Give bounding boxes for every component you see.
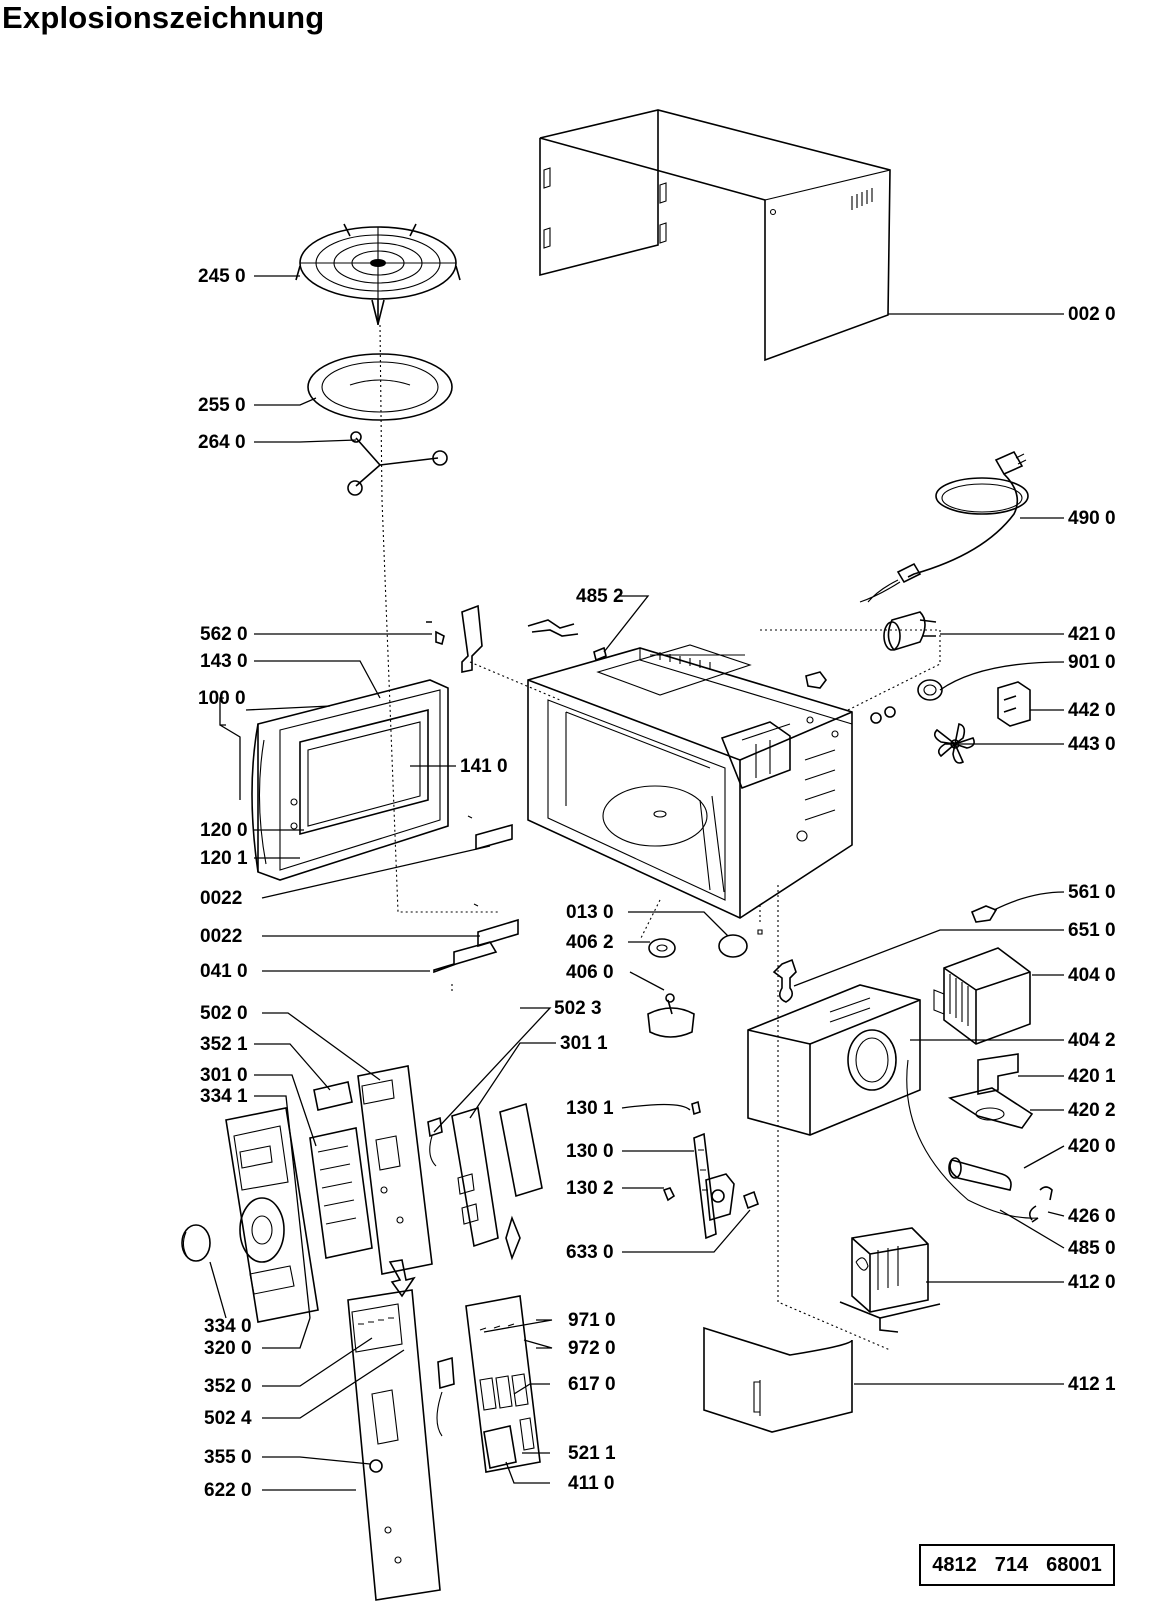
part-label: 100 0 (198, 688, 246, 709)
part-label: 420 0 (1068, 1136, 1116, 1157)
main-board-part (347, 1289, 541, 1601)
fuse-holder-part (772, 905, 998, 1003)
part-label: 130 1 (566, 1098, 614, 1119)
doc-number-part-2: 714 (994, 1553, 1029, 1576)
part-label: 120 0 (200, 820, 248, 841)
part-label: 442 0 (1068, 700, 1116, 721)
part-label: 521 1 (568, 1443, 616, 1464)
part-label: 0022 (200, 926, 242, 947)
part-label: 404 0 (1068, 965, 1116, 986)
part-label: 352 0 (204, 1376, 252, 1397)
part-label: 141 0 (460, 756, 508, 777)
part-label: 264 0 (198, 432, 246, 453)
part-label: 245 0 (198, 266, 246, 287)
part-label: 426 0 (1068, 1206, 1116, 1227)
door-part (251, 679, 449, 881)
part-label: 617 0 (568, 1374, 616, 1395)
transformer-shield-part (703, 1326, 853, 1433)
part-label: 502 0 (200, 1003, 248, 1024)
part-label: 130 2 (566, 1178, 614, 1199)
part-labels: 245 0 255 0 264 0 002 0 490 0 485 2 562 … (198, 266, 1116, 1501)
turntable-plate-part (307, 353, 453, 421)
grill-rack-part (295, 223, 461, 325)
part-label: 406 2 (566, 932, 614, 953)
part-label: 622 0 (204, 1480, 252, 1501)
part-label: 352 1 (200, 1034, 248, 1055)
part-label: 651 0 (1068, 920, 1116, 941)
part-label: 971 0 (568, 1310, 616, 1331)
assembly-line (760, 629, 941, 711)
oven-cavity-part (527, 644, 853, 935)
part-label: 320 0 (204, 1338, 252, 1359)
door-hooks-part (433, 815, 519, 994)
assembly-line (639, 899, 661, 941)
part-label: 334 1 (200, 1086, 248, 1107)
part-label: 143 0 (200, 651, 248, 672)
part-label: 633 0 (566, 1242, 614, 1263)
part-label: 502 4 (204, 1408, 252, 1429)
part-label: 013 0 (566, 902, 614, 923)
roller-support-part (347, 431, 448, 496)
part-label: 420 1 (1068, 1066, 1116, 1087)
turntable-motor-part (647, 934, 748, 1038)
control-panel-part (181, 1065, 543, 1323)
assembly-line (777, 885, 891, 1351)
bracket-clip-part (593, 646, 607, 662)
part-label: 562 0 (200, 624, 248, 645)
magnetron-part (933, 947, 1031, 1045)
assembly-line (381, 499, 500, 913)
part-label: 412 0 (1068, 1272, 1116, 1293)
power-cord-part (859, 450, 1029, 603)
part-label: 406 0 (566, 962, 614, 983)
part-label: 485 2 (576, 586, 624, 607)
part-label: 255 0 (198, 395, 246, 416)
document-number-box: 4812 714 68001 (919, 1544, 1115, 1586)
doc-number-part-1: 4812 (932, 1553, 977, 1576)
part-label: 411 0 (568, 1473, 615, 1494)
capacitor-part (906, 1053, 1053, 1223)
part-label: 502 3 (554, 998, 602, 1019)
part-label: 120 1 (200, 848, 248, 869)
part-label: 130 0 (566, 1141, 614, 1162)
doc-number-part-3: 68001 (1046, 1553, 1102, 1576)
part-label: 301 1 (560, 1033, 608, 1054)
part-label: 420 2 (1068, 1100, 1116, 1121)
part-label: 490 0 (1068, 508, 1116, 529)
part-label: 404 2 (1068, 1030, 1116, 1051)
part-label: 561 0 (1068, 882, 1116, 903)
part-label: 355 0 (204, 1447, 252, 1468)
part-label: 443 0 (1068, 734, 1116, 755)
leader-lines (209, 275, 1065, 1491)
page-title: Explosionszeichnung (2, 0, 325, 35)
fan-motor-part (870, 611, 1031, 764)
magnetron-mount-part (747, 984, 921, 1136)
part-label: 041 0 (200, 961, 248, 982)
part-label: 421 0 (1068, 624, 1116, 645)
door-switch-part (662, 1100, 759, 1240)
part-label: 412 1 (1068, 1374, 1116, 1395)
part-label: 301 0 (200, 1065, 248, 1086)
hinge-bracket-part (426, 604, 827, 701)
part-label: 485 0 (1068, 1238, 1116, 1259)
part-label: 0022 (200, 888, 242, 909)
outer-casing-part (539, 109, 891, 362)
part-label: 901 0 (1068, 652, 1116, 673)
part-label: 002 0 (1068, 304, 1116, 325)
transformer-part (839, 1227, 941, 1333)
part-label: 972 0 (568, 1338, 616, 1359)
part-label: 334 0 (204, 1316, 252, 1337)
assembly-line (379, 324, 383, 501)
